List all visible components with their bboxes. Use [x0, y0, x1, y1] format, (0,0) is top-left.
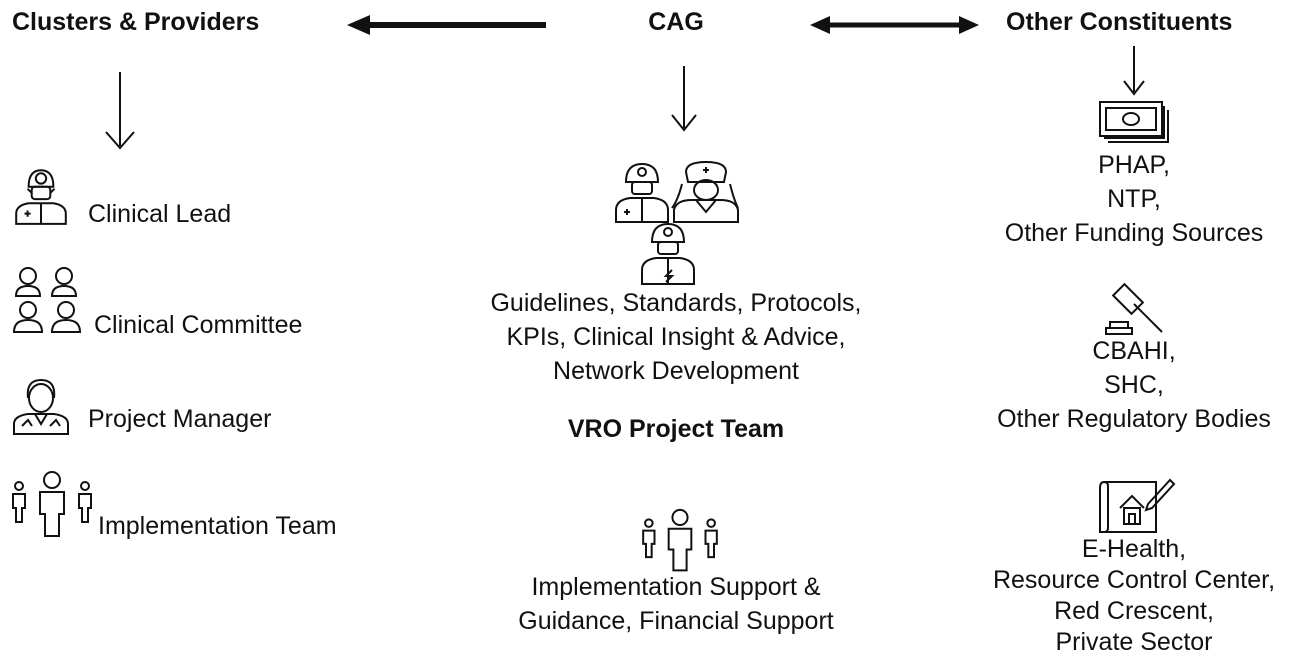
vro-line-2: Guidance, Financial Support — [518, 607, 834, 635]
cag-line-3: Network Development — [553, 357, 799, 385]
vro-support: Implementation Support & Guidance, Finan… — [436, 570, 916, 638]
vro-project-team-title: VRO Project Team — [567, 415, 785, 443]
money-icon — [1098, 98, 1172, 146]
vro-line-1: Implementation Support & — [531, 573, 821, 601]
team-icon — [10, 470, 94, 542]
arrow-other-down — [1123, 46, 1145, 96]
doctor-icon — [10, 164, 72, 226]
clinical-advisors-icon — [612, 160, 740, 286]
regulatory-line-2: SHC, — [1104, 371, 1164, 399]
funding-sources: PHAP, NTP, Other Funding Sources — [966, 148, 1302, 250]
arrow-cag-down — [671, 66, 697, 132]
partner-line-4: Private Sector — [1055, 628, 1213, 656]
blueprint-house-icon — [1098, 474, 1176, 536]
manager-icon — [10, 376, 72, 436]
project-manager-label: Project Manager — [88, 405, 272, 433]
arrow-cag-to-clusters — [347, 15, 546, 35]
vro-team-icon — [638, 508, 722, 576]
clinical-lead-label: Clinical Lead — [88, 200, 232, 228]
partner-organizations: E-Health, Resource Control Center, Red C… — [966, 534, 1302, 658]
medical-team-icon — [10, 262, 84, 334]
arrow-cag-other-bidirectional — [810, 16, 979, 34]
cag-line-2: KPIs, Clinical Insight & Advice, — [506, 323, 846, 351]
implementation-team-label: Implementation Team — [98, 512, 337, 540]
gavel-icon — [1100, 280, 1172, 340]
funding-line-3: Other Funding Sources — [1004, 219, 1264, 247]
clinical-committee-label: Clinical Committee — [94, 311, 303, 339]
cag-responsibilities: Guidelines, Standards, Protocols, KPIs, … — [436, 286, 916, 388]
other-constituents-header: Other Constituents — [1006, 8, 1233, 36]
clusters-providers-header: Clusters & Providers — [12, 8, 260, 36]
cag-header: CAG — [648, 8, 704, 36]
partner-line-3: Red Crescent, — [1054, 597, 1214, 625]
regulatory-line-1: CBAHI, — [1092, 337, 1176, 365]
funding-line-1: PHAP, — [1098, 151, 1170, 179]
arrow-clusters-down — [105, 72, 135, 150]
partner-line-1: E-Health, — [1081, 535, 1187, 563]
cag-line-1: Guidelines, Standards, Protocols, — [490, 289, 862, 317]
partner-line-2: Resource Control Center, — [992, 566, 1276, 594]
funding-line-2: NTP, — [1107, 185, 1161, 213]
regulatory-line-3: Other Regulatory Bodies — [997, 405, 1271, 433]
regulatory-bodies: CBAHI, SHC, Other Regulatory Bodies — [966, 334, 1302, 436]
